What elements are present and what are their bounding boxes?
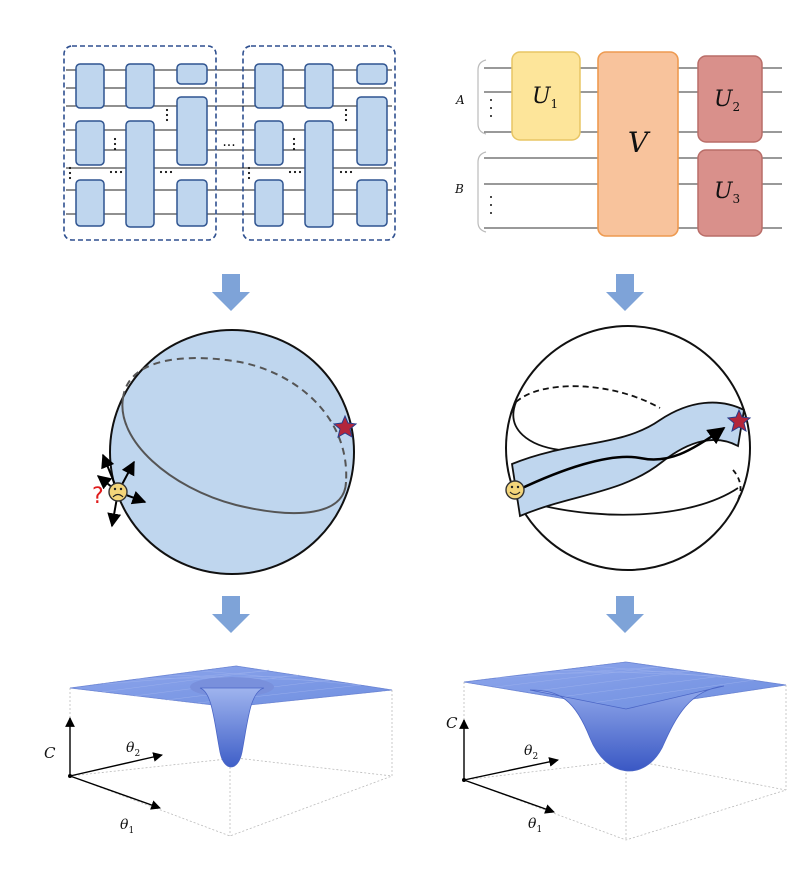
sphere-inner-curve-left bbox=[512, 401, 561, 451]
axis-theta2-label: θ2 bbox=[126, 740, 140, 759]
trajectory-arrow bbox=[517, 426, 726, 492]
sad-face-icon bbox=[108, 482, 128, 502]
register-b-brace bbox=[477, 151, 487, 233]
sphere-inner-curve-lower bbox=[539, 487, 739, 516]
circuit-horizontal-dots bbox=[109, 170, 353, 174]
axis-theta1-label: θ1 bbox=[120, 817, 134, 836]
gate bbox=[304, 120, 334, 228]
sphere-inner-curve-right bbox=[732, 469, 742, 501]
gates-block-1 bbox=[75, 63, 208, 228]
register-b-label: B bbox=[454, 182, 464, 196]
axis-theta2 bbox=[69, 752, 163, 777]
gates-block-2 bbox=[254, 63, 388, 228]
gate-u2 bbox=[697, 55, 763, 143]
gate bbox=[176, 179, 208, 227]
gate bbox=[176, 96, 208, 166]
gate bbox=[75, 120, 105, 166]
left-sphere: ? bbox=[92, 329, 358, 575]
gate bbox=[254, 120, 284, 166]
axis-theta2-label: θ2 bbox=[524, 743, 538, 762]
gate-u2-label: U2 bbox=[714, 87, 740, 114]
gate bbox=[125, 63, 155, 109]
axis-c-label: C bbox=[446, 714, 458, 732]
circuit-vertical-dots bbox=[68, 108, 348, 180]
left-landscape: C θ2 θ1 bbox=[44, 665, 393, 837]
gate-u1 bbox=[511, 51, 581, 141]
gate bbox=[254, 179, 284, 227]
wide-well bbox=[529, 685, 725, 772]
right-landscape: C θ2 θ1 bbox=[446, 661, 787, 841]
gate bbox=[356, 179, 388, 227]
gate bbox=[75, 63, 105, 109]
gate-u1-label: U1 bbox=[532, 84, 558, 111]
axis-theta1 bbox=[463, 779, 555, 814]
down-arrow-right-1 bbox=[606, 274, 644, 311]
register-a-brace bbox=[477, 59, 487, 135]
gate-v-label: V bbox=[628, 126, 651, 159]
block-ellipsis: ··· bbox=[222, 138, 235, 154]
axis-theta2 bbox=[463, 757, 559, 781]
gate bbox=[176, 63, 208, 85]
down-arrow-left-1 bbox=[212, 274, 250, 311]
gate-u3 bbox=[697, 149, 763, 237]
target-star-icon bbox=[332, 414, 358, 439]
register-dots bbox=[490, 99, 492, 214]
axis-theta1 bbox=[69, 775, 161, 810]
question-mark: ? bbox=[92, 484, 104, 509]
gate bbox=[254, 63, 284, 109]
down-arrow-left-2 bbox=[212, 596, 250, 633]
circuit-block-2 bbox=[242, 45, 396, 241]
right-sphere bbox=[505, 325, 752, 571]
axis-c-label: C bbox=[44, 744, 56, 762]
down-arrow-right-2 bbox=[606, 596, 644, 633]
gate-v bbox=[597, 51, 679, 237]
gate-u3-label: U3 bbox=[714, 179, 740, 206]
flow-arrows bbox=[212, 274, 644, 633]
sphere-inner-curve-back bbox=[515, 385, 661, 409]
happy-face-icon bbox=[505, 480, 525, 500]
narrow-well bbox=[199, 687, 265, 768]
axis-theta1-label: θ1 bbox=[528, 816, 542, 835]
gate bbox=[75, 179, 105, 227]
left-circuit: ··· bbox=[63, 45, 396, 241]
register-a-label: A bbox=[455, 93, 465, 107]
path-ribbon bbox=[511, 401, 745, 518]
gate bbox=[125, 120, 155, 228]
right-circuit: A B U1 V U2 U3 bbox=[454, 51, 782, 237]
left-circuit-wires bbox=[66, 69, 392, 215]
circuit-block-1 bbox=[63, 45, 217, 241]
plane-mesh bbox=[495, 665, 755, 704]
great-circle-back bbox=[122, 357, 348, 483]
gate bbox=[356, 63, 388, 85]
great-circle-front bbox=[121, 397, 347, 514]
target-star-icon bbox=[726, 408, 752, 433]
gate bbox=[304, 63, 334, 109]
gate bbox=[356, 96, 388, 166]
